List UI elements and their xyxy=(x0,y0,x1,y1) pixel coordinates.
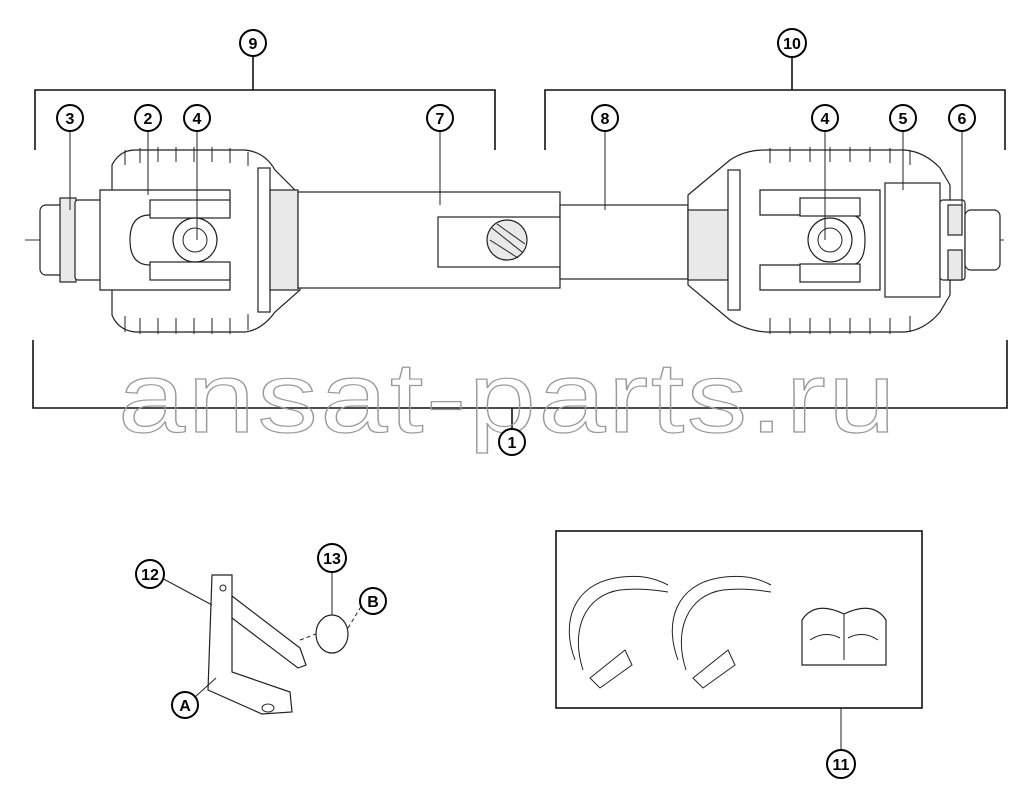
left-yoke-assembly xyxy=(39,147,301,334)
callout-1: 1 xyxy=(498,428,526,456)
svg-text:7: 7 xyxy=(436,111,445,128)
svg-text:5: 5 xyxy=(899,111,908,128)
svg-text:2: 2 xyxy=(144,111,153,128)
callout-5: 5 xyxy=(889,104,917,132)
callout-8: 8 xyxy=(591,104,619,132)
svg-text:3: 3 xyxy=(66,111,75,128)
svg-text:A: A xyxy=(179,698,191,715)
callout-10: 10 xyxy=(777,28,807,58)
callout-13: 13 xyxy=(317,543,347,573)
callout-a: A xyxy=(171,691,199,719)
svg-text:9: 9 xyxy=(249,36,258,53)
bracket-group-1 xyxy=(32,340,1008,430)
svg-text:13: 13 xyxy=(323,551,341,568)
svg-text:12: 12 xyxy=(141,567,159,584)
leader-lines xyxy=(69,131,963,750)
callout-7: 7 xyxy=(426,104,454,132)
guard-holder-bracket xyxy=(157,574,307,715)
right-yoke-assembly xyxy=(687,147,1001,334)
svg-text:4: 4 xyxy=(193,111,202,128)
inner-tube xyxy=(437,204,689,280)
guard-holder-disc xyxy=(299,572,363,654)
svg-text:8: 8 xyxy=(601,111,610,128)
callout-3: 3 xyxy=(56,104,84,132)
callout-2: 2 xyxy=(134,104,162,132)
svg-text:B: B xyxy=(367,594,379,611)
bracket-group-10 xyxy=(544,56,1006,150)
svg-text:10: 10 xyxy=(783,36,801,53)
callout-6: 6 xyxy=(948,104,976,132)
callout-b: B xyxy=(359,587,387,615)
callout-12: 12 xyxy=(135,559,165,589)
svg-text:6: 6 xyxy=(958,111,967,128)
callout-11: 11 xyxy=(826,749,856,779)
accessory-kit-box xyxy=(555,530,923,709)
callout-4-right: 4 xyxy=(811,104,839,132)
callout-9: 9 xyxy=(239,29,267,57)
svg-text:1: 1 xyxy=(508,435,517,452)
svg-text:11: 11 xyxy=(833,757,850,774)
svg-text:4: 4 xyxy=(821,111,830,128)
callout-4-left: 4 xyxy=(183,104,211,132)
bracket-group-9 xyxy=(34,56,496,150)
